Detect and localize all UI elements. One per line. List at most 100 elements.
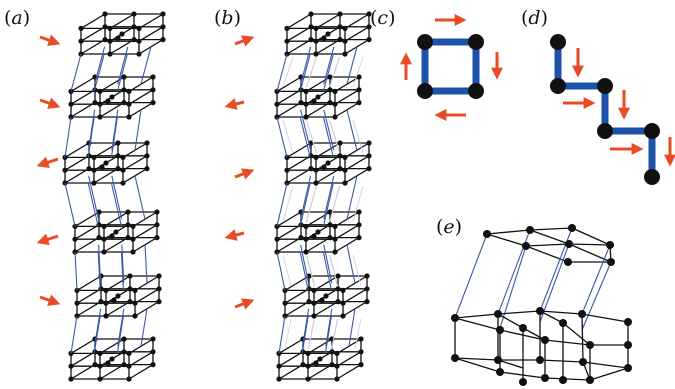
lattice-cluster — [78, 11, 166, 57]
bond-line — [122, 155, 148, 171]
bond-line — [64, 155, 90, 171]
bond-line — [305, 237, 331, 253]
atom — [536, 307, 544, 315]
atom — [120, 154, 126, 160]
atom — [342, 25, 348, 31]
interlayer-link — [94, 308, 102, 347]
atom — [303, 101, 309, 107]
atom — [91, 180, 97, 186]
bond-line — [581, 313, 629, 323]
atom — [115, 140, 121, 146]
atom — [107, 51, 113, 57]
atom — [121, 362, 127, 368]
atom — [342, 51, 348, 57]
interlayer-link — [121, 244, 125, 284]
bond-line — [539, 310, 583, 315]
atom — [541, 336, 549, 344]
atom — [313, 360, 319, 366]
atom — [98, 299, 104, 305]
bond-line — [313, 301, 339, 317]
atom — [327, 222, 333, 228]
bond-line — [497, 310, 541, 315]
atom — [101, 223, 107, 229]
lattice-cluster — [284, 140, 372, 186]
bond-line — [544, 339, 591, 346]
interlayer-link — [98, 244, 102, 284]
interlayer-link — [134, 109, 142, 151]
interlayer-link — [276, 251, 286, 291]
atom — [364, 273, 370, 279]
bond-line — [313, 275, 339, 291]
atom — [103, 300, 109, 306]
atom — [337, 166, 343, 172]
atom — [103, 313, 109, 319]
interlayer-link — [581, 244, 611, 315]
panel-d-staircase-chain — [550, 34, 675, 185]
interlayer-link — [323, 175, 335, 220]
atom — [337, 140, 343, 146]
atom — [624, 318, 632, 326]
bond-line — [64, 168, 90, 184]
bond-line — [99, 364, 125, 380]
atom — [366, 153, 372, 159]
bond-line — [93, 168, 119, 184]
bond-line — [276, 102, 302, 118]
atom — [136, 51, 142, 57]
interlayer-link — [110, 116, 118, 158]
atom — [154, 235, 160, 241]
atom — [131, 24, 137, 30]
atom — [586, 376, 594, 384]
ghost-link — [305, 56, 317, 88]
bond-line — [99, 102, 125, 118]
atom — [125, 222, 131, 228]
atom — [541, 374, 549, 382]
atom — [526, 226, 534, 234]
atom — [519, 378, 527, 386]
atom — [97, 101, 103, 107]
bond-line — [276, 224, 302, 240]
bond-line — [286, 168, 312, 184]
atom — [132, 300, 138, 306]
atom — [496, 368, 504, 376]
atom — [311, 233, 317, 239]
atom — [92, 362, 98, 368]
atom — [68, 363, 74, 369]
bond-line — [529, 227, 573, 231]
atom — [308, 24, 314, 30]
atom — [126, 376, 132, 382]
atom — [150, 100, 156, 106]
displacement-arrow — [224, 98, 245, 110]
ghost-link — [305, 119, 317, 154]
interlayer-link — [111, 175, 123, 220]
atom — [607, 258, 615, 266]
svg-text:(a): (a) — [4, 7, 30, 29]
atom — [358, 349, 364, 355]
atom — [364, 286, 370, 292]
atom — [102, 24, 108, 30]
panel-label-d: (d) — [521, 7, 548, 29]
atom — [568, 224, 576, 232]
atom — [578, 310, 586, 318]
atom — [356, 209, 362, 215]
interlayer-link — [539, 243, 570, 323]
atom — [342, 154, 348, 160]
atom — [308, 11, 314, 17]
bond-line — [103, 237, 129, 253]
atom — [105, 98, 111, 104]
atom — [337, 24, 343, 30]
atom — [337, 153, 343, 159]
interlayer-link — [300, 109, 312, 151]
bond-line — [454, 313, 499, 319]
panel-c-square-loop — [400, 14, 503, 121]
bond-line — [454, 357, 501, 373]
interlayer-link — [70, 315, 78, 354]
atom — [332, 88, 338, 94]
lattice-cluster — [284, 11, 372, 57]
bond-line — [589, 367, 629, 381]
atom — [105, 360, 111, 366]
atom — [127, 273, 133, 279]
bond-line — [581, 313, 584, 363]
atom — [327, 100, 333, 106]
atom — [154, 209, 160, 215]
svg-text:(c): (c) — [370, 7, 396, 29]
